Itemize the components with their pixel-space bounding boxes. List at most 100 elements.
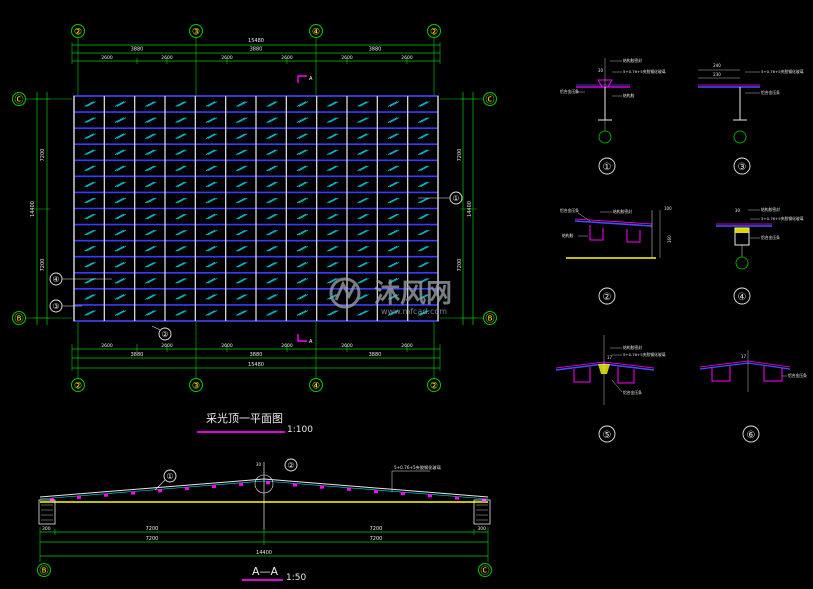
glass-hatch [145,181,155,188]
glass-hatch [359,229,369,236]
glass-hatch [207,294,218,300]
glass-hatch [205,149,216,156]
purlin-marker [347,487,351,491]
glass-hatch [145,117,155,123]
glass-hatch [268,117,278,123]
glass-hatch [268,133,278,139]
detail-id: ⑤ [603,430,612,441]
detail-id-bubble [598,287,616,305]
glass-hatch [177,262,187,268]
glass-hatch [238,262,248,268]
glass-hatch [389,133,400,139]
glass-hatch [296,310,307,316]
glass-hatch [387,261,398,268]
dim-top-bay: 3880 [369,47,382,53]
glass-hatch [268,294,278,300]
glass-hatch [207,197,218,204]
glass-hatch [238,181,248,188]
glass-hatch [296,213,307,220]
glass-hatch [114,278,125,284]
glass-hatch [145,213,155,220]
glass-hatch [177,229,187,236]
mfcad-logo-icon [329,277,361,309]
detail-note: 结构胶密封 [761,207,780,212]
glass-hatch [86,117,96,123]
plan-callouts: ④ ③ ② ① [49,191,463,341]
glass-hatch [84,213,94,220]
glass-hatch [266,165,276,172]
glass-hatch [86,165,96,171]
glass-hatch [359,181,369,188]
glass-hatch [86,262,96,268]
glass-hatch [236,294,246,300]
purlin-marker [158,489,162,493]
glass-hatch [296,165,307,172]
glass-hatch [387,133,398,139]
glass-hatch [177,117,187,123]
glass-hatch [418,197,428,204]
glass-hatch [420,117,430,123]
axis-bubble [189,24,203,38]
glass-hatch [327,149,337,156]
glass-hatch [418,117,428,123]
glass-hatch [84,101,94,107]
glass-hatch [329,181,339,188]
glass-hatch [145,197,155,204]
section-title: A—A [252,565,279,578]
glass-hatch [296,245,307,252]
axis-bubble [483,92,497,106]
glass-hatch [147,165,157,171]
glass-hatch [298,213,309,220]
glass-hatch [205,278,216,284]
glass-hatch [298,197,309,204]
glass-hatch [329,246,339,252]
glass-hatch [147,197,157,204]
axis-label: Ⓒ [480,566,489,577]
glass-hatch [177,197,187,204]
glass-hatch [266,245,276,252]
glass-hatch [359,262,369,268]
glass-hatch [418,294,428,300]
glass-hatch [387,197,398,204]
glass-hatch [236,149,246,156]
glass-hatch [116,278,127,284]
glass-hatch [266,197,276,204]
plan-axis-top: ② ③ ④ ② [71,24,441,38]
detail-id: ⑥ [747,430,756,441]
glass-hatch [238,278,248,284]
glass-hatch [420,181,430,188]
glass-hatch [418,278,428,284]
detail-id-bubble [742,425,760,443]
section-dim-sub: 7200 [146,536,159,542]
detail-dim: 100 [664,206,672,211]
glass-hatch [418,101,428,107]
detail-note: 铝合金压条 [761,235,780,240]
glass-hatch [114,245,125,252]
glass-hatch [359,310,369,316]
detail-id: ④ [738,292,747,303]
detail-note: 铝合金压条 [623,390,642,395]
glass-hatch [298,262,309,268]
glass-hatch [268,213,278,220]
glass-hatch [177,101,187,107]
glass-hatch [116,117,127,123]
glass-hatch [329,262,339,268]
glass-hatch [177,213,187,220]
glass-hatch [116,213,127,220]
glass-hatch [420,229,430,236]
glass-hatch [298,133,309,139]
glass-hatch [84,149,94,156]
glass-hatch [327,261,337,268]
glass-hatch [327,117,337,123]
detail-note: 结构胶 [623,93,635,98]
glass-hatch [205,165,216,172]
glass-hatch [329,229,339,236]
glass-hatch [84,197,94,204]
axis-bubble [189,378,203,392]
glass-hatch [114,149,125,156]
detail-5: 17 结构胶密封 5+0.76+5夹胶钢化玻璃 铝合金压条 ⑤ [555,335,666,443]
purlin-marker [428,494,432,498]
glass-hatch [329,278,339,284]
glass-hatch [266,181,276,188]
glass-hatch [207,310,218,316]
